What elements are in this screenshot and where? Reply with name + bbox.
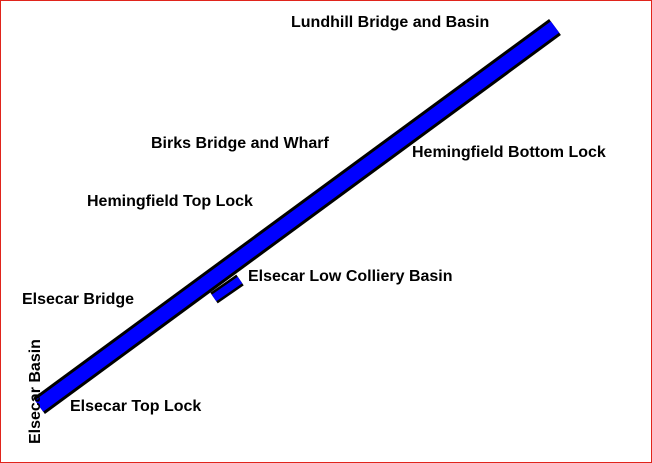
label-birks-bridge-and-wharf: Birks Bridge and Wharf [151,135,329,152]
label-elsecar-low-colliery-basin: Elsecar Low Colliery Basin [248,268,453,285]
low-colliery-basin-branch [211,276,243,302]
label-lundhill-bridge-and-basin: Lundhill Bridge and Basin [291,14,490,31]
canal-line [34,21,560,412]
label-elsecar-basin: Elsecar Basin [27,339,44,444]
label-elsecar-top-lock: Elsecar Top Lock [70,398,202,415]
label-hemingfield-bottom-lock: Hemingfield Bottom Lock [412,144,606,161]
label-hemingfield-top-lock: Hemingfield Top Lock [87,193,253,210]
label-elsecar-bridge: Elsecar Bridge [22,291,135,308]
